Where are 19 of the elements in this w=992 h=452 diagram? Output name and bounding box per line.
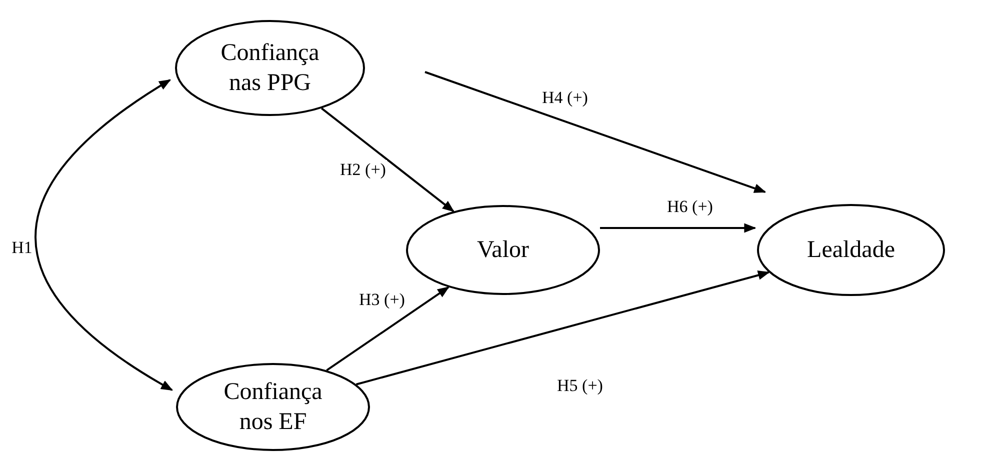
arrow bbox=[320, 108, 454, 212]
edge-label: H2 (+) bbox=[339, 160, 387, 180]
edge-label: H3 (+) bbox=[358, 290, 406, 310]
arrow bbox=[424, 71, 766, 193]
ellipse-node bbox=[757, 204, 945, 296]
edge-label: H5 (+) bbox=[556, 376, 604, 396]
node-label: Valor bbox=[477, 236, 529, 265]
arrow bbox=[356, 270, 770, 386]
node-label: Lealdade bbox=[807, 236, 895, 265]
node-label: Confiança nas PPG bbox=[220, 39, 320, 98]
ellipse-node bbox=[406, 205, 600, 295]
arrow bbox=[600, 223, 756, 233]
arrow bbox=[326, 286, 450, 372]
ellipse-node bbox=[175, 20, 365, 116]
edge-label: H4 (+) bbox=[541, 88, 589, 108]
edge-label: H6 (+) bbox=[666, 197, 714, 217]
arrow bbox=[34, 79, 174, 391]
node-label: Confiança nos EF bbox=[222, 378, 324, 437]
ellipse-node bbox=[176, 363, 370, 451]
